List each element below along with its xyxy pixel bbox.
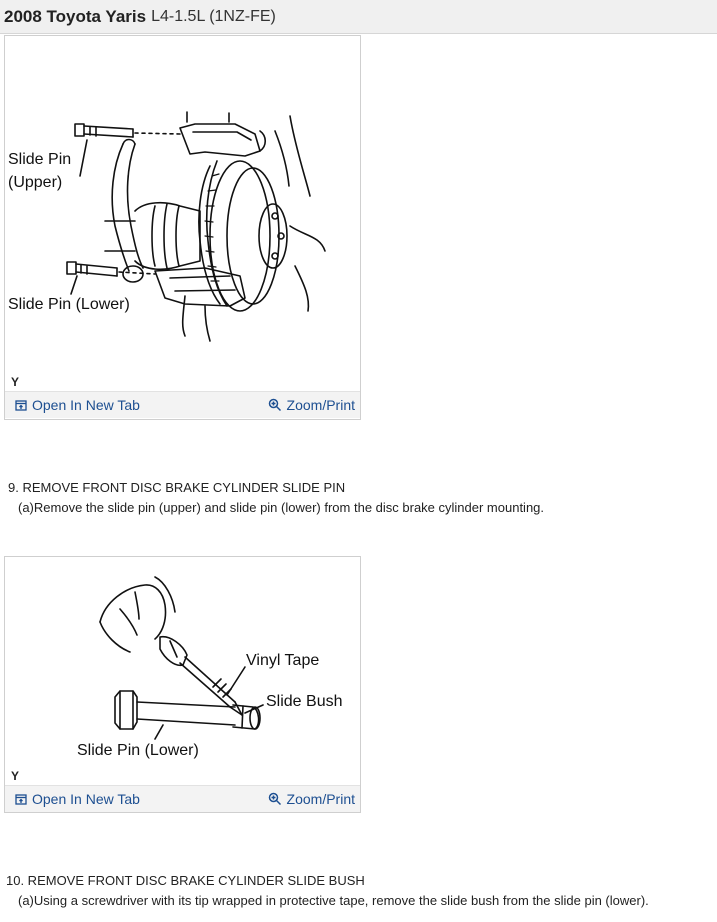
step-10-title: 10. REMOVE FRONT DISC BRAKE CYLINDER SLI… xyxy=(6,873,365,888)
label-slide-pin: Slide Pin xyxy=(8,151,72,168)
label-slide-bush: Slide Bush xyxy=(266,693,343,710)
brake-caliper-illustration xyxy=(66,111,326,342)
step-10-text: (a)Using a screwdriver with its tip wrap… xyxy=(18,893,649,908)
page-header: 2008 Toyota Yaris L4-1.5L (1NZ-FE) xyxy=(0,0,717,34)
zoom-print-link[interactable]: Zoom/Print xyxy=(268,397,355,413)
label-upper: (Upper) xyxy=(8,174,63,191)
figure-toolbar: Open In New Tab Zoom/Print xyxy=(5,785,360,812)
open-in-new-tab-label: Open In New Tab xyxy=(32,397,140,413)
zoom-magnifier-icon xyxy=(268,792,281,806)
label-vinyl-tape: Vinyl Tape xyxy=(246,652,320,669)
figure-slide-pins: Slide Pin (Upper) Slide Pin (Lower) Y Op… xyxy=(4,35,361,420)
zoom-print-link[interactable]: Zoom/Print xyxy=(268,791,355,807)
figure-code: Y xyxy=(11,375,20,389)
zoom-magnifier-icon xyxy=(268,398,281,412)
open-in-new-tab-icon xyxy=(15,794,27,805)
vehicle-title: 2008 Toyota Yaris xyxy=(4,6,147,26)
open-in-new-tab-link[interactable]: Open In New Tab xyxy=(15,397,140,413)
zoom-print-label: Zoom/Print xyxy=(286,397,355,413)
open-in-new-tab-link[interactable]: Open In New Tab xyxy=(15,791,140,807)
slide-bush-removal-illustration xyxy=(99,576,264,740)
open-in-new-tab-label: Open In New Tab xyxy=(32,791,140,807)
label-slide-pin-lower: Slide Pin (Lower) xyxy=(77,742,199,759)
open-in-new-tab-icon xyxy=(15,400,27,411)
figure-code: Y xyxy=(11,769,20,783)
engine-subtitle: L4-1.5L (1NZ-FE) xyxy=(151,7,276,25)
zoom-print-label: Zoom/Print xyxy=(286,791,355,807)
figure-toolbar: Open In New Tab Zoom/Print xyxy=(5,391,360,418)
label-slide-pin-lower: Slide Pin (Lower) xyxy=(8,296,130,313)
step-9-title: 9. REMOVE FRONT DISC BRAKE CYLINDER SLID… xyxy=(8,480,346,495)
step-9-text: (a)Remove the slide pin (upper) and slid… xyxy=(18,500,545,515)
figure-slide-bush: Vinyl Tape Slide Bush Slide Pin (Lower) … xyxy=(4,556,361,813)
